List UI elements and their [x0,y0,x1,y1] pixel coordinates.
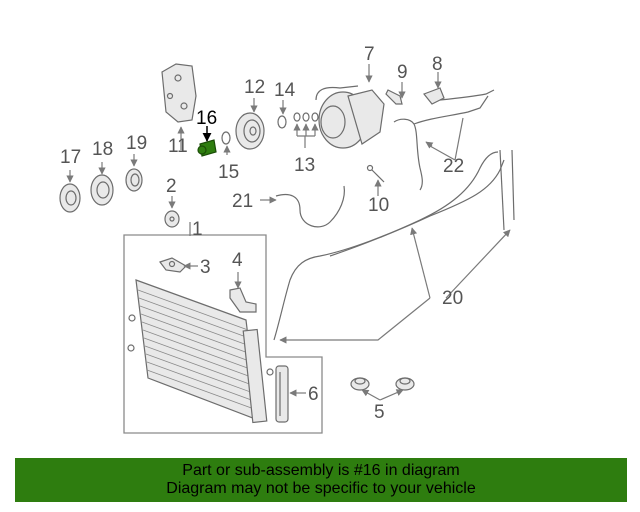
part-14-ring [277,115,287,129]
part-5-mounts [350,377,415,391]
callout-21: 21 [232,191,253,212]
callout-3: 3 [200,257,211,278]
part-3-bracket [159,257,187,273]
part-10-bolt [366,164,385,183]
leader-lines [66,64,511,401]
callout-5: 5 [374,402,385,423]
part-7-compressor [315,85,385,149]
callout-17: 17 [60,147,81,168]
condenser-group-frame [123,234,323,434]
callout-15: 15 [218,162,239,183]
callout-4: 4 [232,250,243,271]
banner-line-2: Diagram may not be specific to your vehi… [166,480,476,497]
callout-16-highlighted: 16 [196,108,217,129]
part-17-pulley [59,183,81,213]
banner-line-1: Part or sub-assembly is #16 in diagram [182,462,460,479]
callout-1: 1 [192,219,203,240]
part-19-ring [125,168,143,192]
callout-12: 12 [244,77,265,98]
callout-13: 13 [294,155,315,176]
callout-6: 6 [308,384,319,405]
part-2-cap [164,210,180,228]
part-16-bolt-highlighted [197,139,217,157]
part-11-bracket [161,63,197,123]
part-12-pulley [235,112,265,150]
condenser [127,279,274,424]
part-18-pulley [90,174,114,206]
callout-19: 19 [126,133,147,154]
part-4-bracket [229,287,257,313]
callout-14: 14 [274,80,296,101]
part-13-orings [293,112,319,122]
callout-20: 20 [442,288,463,309]
callout-22: 22 [443,156,464,177]
part-9-valve [385,89,403,105]
part-21-hose [275,185,345,228]
info-banner: Part or sub-assembly is #16 in diagram D… [15,458,627,502]
callout-18: 18 [92,139,113,160]
part-15-washer [221,131,231,145]
callout-8: 8 [432,54,443,75]
callout-11: 11 [168,136,188,157]
part-8-bracket [423,87,495,105]
part-22-hoses [393,95,489,191]
part-6-receiver [275,365,289,423]
callout-2: 2 [166,176,177,197]
callout-7: 7 [364,44,375,65]
callout-9: 9 [397,62,408,83]
parts-diagram: 1 2 3 4 5 6 7 8 9 10 11 12 13 14 15 16 1… [59,44,515,434]
callout-10: 10 [368,195,389,216]
part-20-lines [273,149,515,341]
